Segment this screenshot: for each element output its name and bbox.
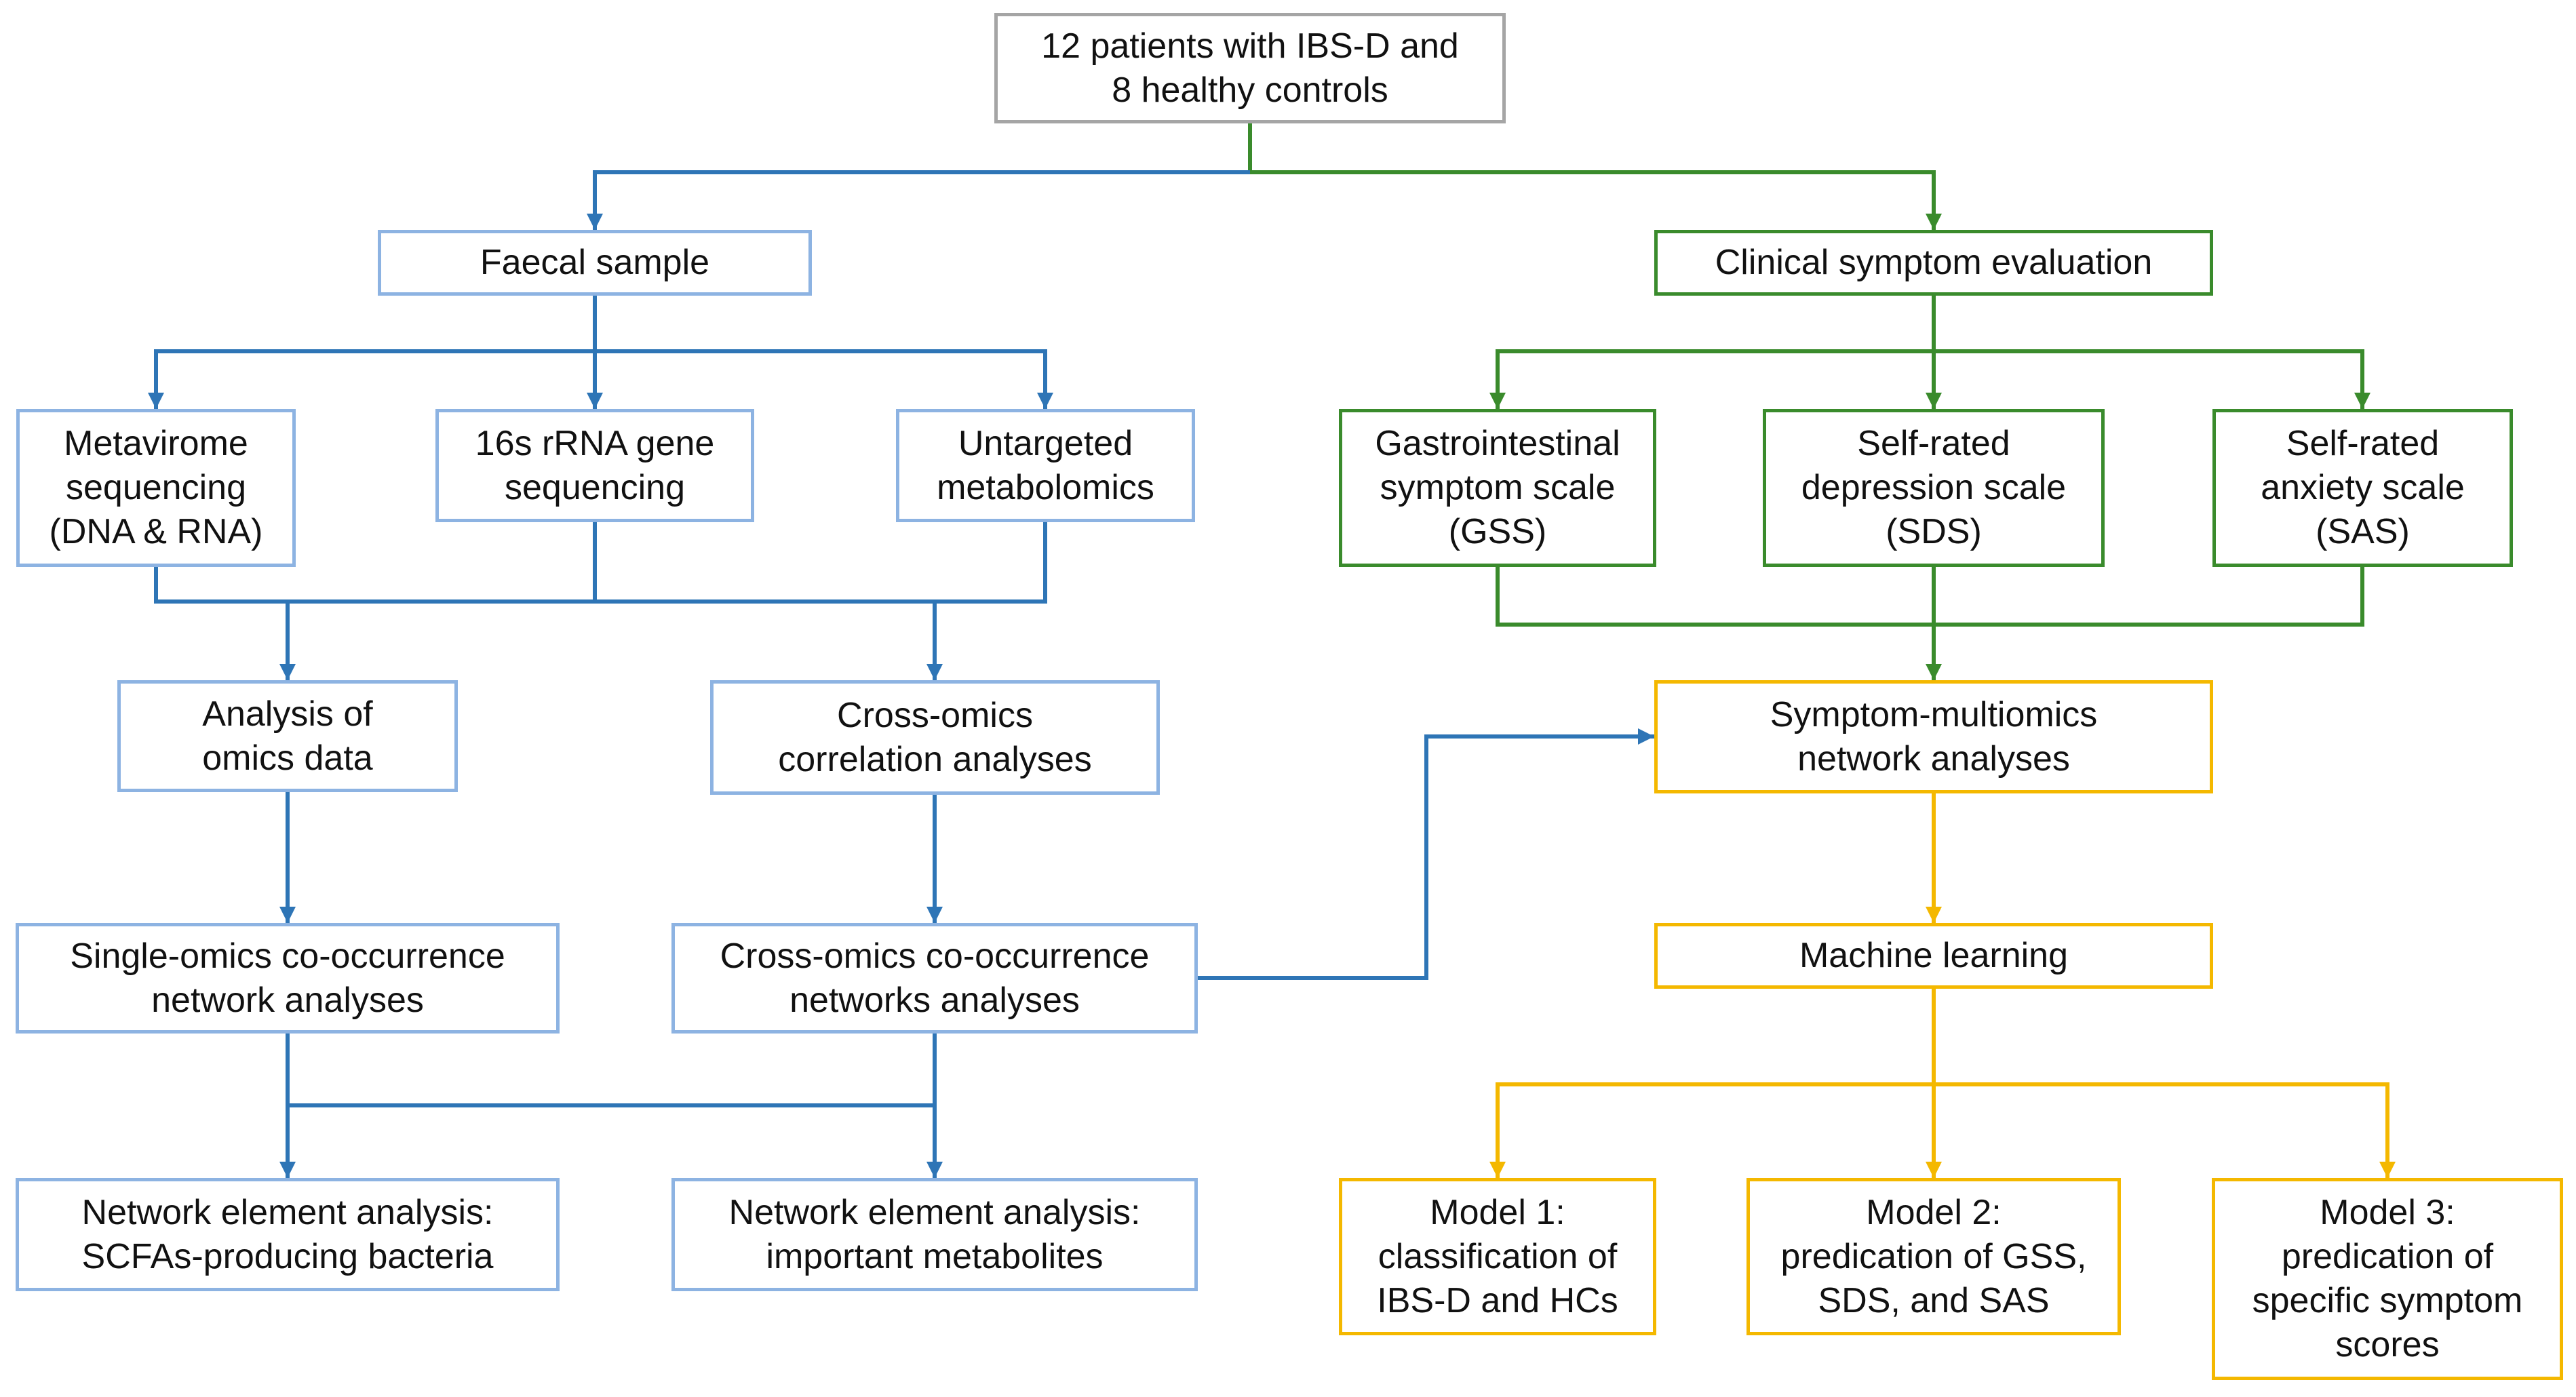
node-cross-network: Cross-omics co-occurrence networks analy…	[671, 923, 1198, 1034]
node-line: Faecal sample	[480, 243, 710, 282]
node-line: (DNA & RNA)	[49, 512, 263, 551]
node-line: Model 2:	[1866, 1192, 2002, 1232]
node-line: depression scale	[1801, 468, 2067, 507]
node-line: Self-rated	[2286, 424, 2440, 463]
node-line: classification of	[1378, 1236, 1618, 1276]
connector-cross-network-to-symptom-network	[1198, 728, 1654, 980]
node-line: anxiety scale	[2261, 468, 2465, 507]
node-sds: Self-rated depression scale (SDS)	[1763, 409, 2105, 567]
connector-cohort-to-clinical	[1248, 123, 1942, 230]
node-line: Analysis of	[202, 694, 373, 734]
node-metabolomics: Untargeted metabolomics	[896, 409, 1195, 522]
node-line: (GSS)	[1448, 512, 1547, 551]
node-line: 16s rRNA gene	[475, 423, 715, 463]
node-single-network: Single-omics co-occurrence network analy…	[16, 923, 560, 1034]
node-line: Symptom-multiomics	[1770, 694, 2098, 734]
node-line: SCFAs-producing bacteria	[81, 1236, 494, 1276]
node-line: Cross-omics	[837, 695, 1033, 735]
node-line: correlation analyses	[778, 739, 1092, 779]
node-line: Model 3:	[2320, 1193, 2455, 1232]
node-line: specific symptom	[2252, 1281, 2523, 1320]
node-line: Cross-omics co-occurrence	[720, 936, 1150, 976]
node-line: important metabolites	[766, 1236, 1104, 1276]
node-line: Gastrointestinal	[1375, 424, 1620, 463]
node-metabolites: Network element analysis: important meta…	[671, 1178, 1198, 1291]
node-line: networks analyses	[789, 980, 1080, 1020]
node-line: sequencing	[66, 468, 246, 507]
node-line: symptom scale	[1380, 468, 1616, 507]
node-clinical-evaluation: Clinical symptom evaluation	[1654, 230, 2213, 296]
node-model1: Model 1: classification of IBS-D and HCs	[1339, 1178, 1656, 1335]
connector-cohort-to-faecal	[587, 170, 1250, 230]
node-line: (SAS)	[2316, 512, 2410, 551]
node-line: Metavirome	[64, 424, 248, 463]
node-rrna-sequencing: 16s rRNA gene sequencing	[435, 409, 754, 522]
node-line: 8 healthy controls	[1112, 70, 1388, 110]
node-gss: Gastrointestinal symptom scale (GSS)	[1339, 409, 1656, 567]
node-line: Network element analysis:	[728, 1192, 1141, 1232]
node-line: IBS-D and HCs	[1377, 1280, 1618, 1320]
node-line: Self-rated	[1857, 424, 2010, 463]
node-cohort: 12 patients with IBS-D and 8 healthy con…	[994, 13, 1506, 123]
node-line: Network element analysis:	[81, 1192, 494, 1232]
node-line: network analyses	[1797, 739, 2070, 779]
node-line: omics data	[202, 738, 373, 778]
node-line: 12 patients with IBS-D and	[1041, 26, 1459, 66]
node-metavirome: Metavirome sequencing (DNA & RNA)	[16, 409, 296, 567]
node-line: predication of	[2281, 1237, 2494, 1276]
node-symptom-network: Symptom-multiomics network analyses	[1654, 680, 2213, 793]
node-line: sequencing	[505, 467, 685, 507]
node-sas: Self-rated anxiety scale (SAS)	[2212, 409, 2513, 567]
node-line: (SDS)	[1886, 512, 1982, 551]
node-line: predication of GSS,	[1780, 1236, 2087, 1276]
node-cross-correlation: Cross-omics correlation analyses	[710, 680, 1160, 795]
node-line: network analyses	[151, 980, 424, 1020]
node-scfa-bacteria: Network element analysis: SCFAs-producin…	[16, 1178, 560, 1291]
node-line: Single-omics co-occurrence	[70, 936, 505, 976]
node-line: Clinical symptom evaluation	[1715, 243, 2153, 282]
node-machine-learning: Machine learning	[1654, 923, 2213, 989]
node-model2: Model 2: predication of GSS, SDS, and SA…	[1746, 1178, 2121, 1335]
node-line: metabolomics	[937, 467, 1154, 507]
node-line: scores	[2335, 1325, 2440, 1364]
node-line: Untargeted	[958, 423, 1133, 463]
node-model3: Model 3: predication of specific symptom…	[2212, 1178, 2563, 1380]
node-line: Machine learning	[1799, 936, 2069, 975]
node-line: SDS, and SAS	[1818, 1280, 2050, 1320]
node-line: Model 1:	[1430, 1192, 1565, 1232]
node-faecal-sample: Faecal sample	[378, 230, 812, 296]
node-omics-analysis: Analysis of omics data	[117, 680, 458, 792]
